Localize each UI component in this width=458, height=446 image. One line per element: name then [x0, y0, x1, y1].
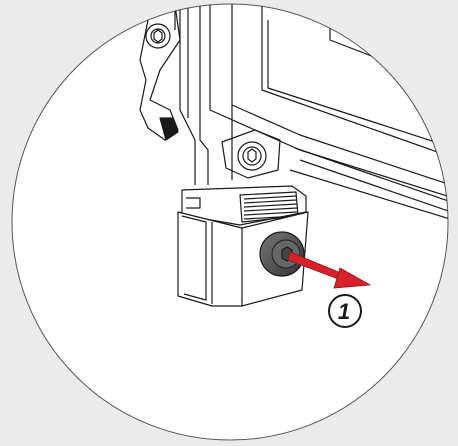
- pull-direction-arrow: [287, 251, 372, 289]
- frame-panel: [209, 4, 448, 223]
- mid-screw: [221, 129, 281, 179]
- top-bracket: [139, 4, 181, 141]
- step-callout: 1: [328, 294, 362, 328]
- callout-circle: [328, 294, 362, 328]
- knob-screw: [259, 231, 305, 277]
- vertical-rail: [174, 4, 209, 185]
- clamp-top: [181, 185, 307, 226]
- callout-number: 1: [338, 299, 350, 324]
